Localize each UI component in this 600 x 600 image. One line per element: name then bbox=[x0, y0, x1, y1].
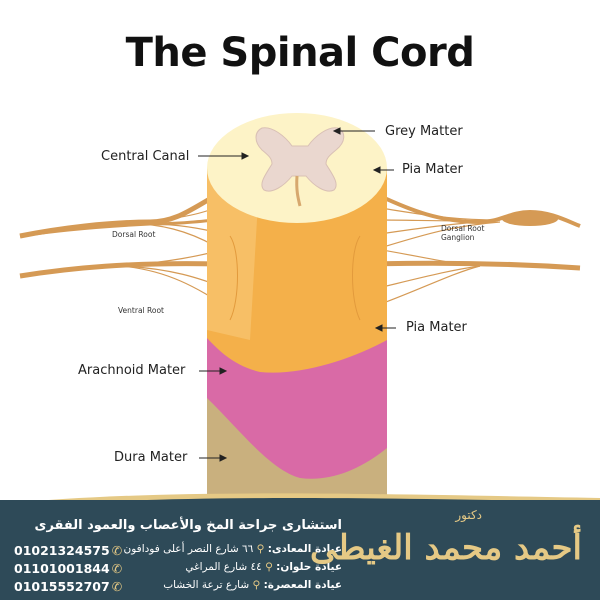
label-arachnoid-mater: Arachnoid Mater bbox=[78, 363, 186, 378]
location-pin-icon: ⚲ bbox=[256, 543, 265, 555]
phone-row-2[interactable]: 01101001844✆ bbox=[14, 561, 122, 576]
clinic-row-1: عيادة المعادى: ⚲ ٦٦ شارع النصر أعلى فودا… bbox=[124, 543, 342, 555]
clinic-row-3: عيادة المعصرة: ⚲ شارع ترعة الخشاب bbox=[163, 579, 342, 591]
label-central-canal: Central Canal bbox=[101, 149, 190, 164]
label-grey-matter: Grey Matter bbox=[385, 124, 463, 139]
label-dorsal-root: Dorsal Root bbox=[112, 230, 156, 239]
clinic-address-3: شارع ترعة الخشاب bbox=[163, 579, 250, 591]
clinic-name-3: عيادة المعصرة: bbox=[263, 579, 342, 591]
phone-icon: ✆ bbox=[111, 561, 123, 576]
ventral-nerve-left bbox=[19, 247, 233, 311]
label-pia-mater-side: Pia Mater bbox=[406, 320, 467, 335]
label-dorsal-root-ganglion: Dorsal Root Ganglion bbox=[441, 224, 484, 242]
grey-matter-shape bbox=[255, 127, 345, 192]
clinic-address-2: ٤٤ شارع المراغي bbox=[185, 561, 262, 573]
footer-banner bbox=[0, 500, 600, 600]
dorsal-nerve-right bbox=[379, 194, 581, 249]
clinic-address-1: ٦٦ شارع النصر أعلى فودافون bbox=[123, 543, 254, 555]
ventral-nerve-right bbox=[369, 247, 581, 309]
phone-number-3[interactable]: 01015552707 bbox=[14, 579, 110, 594]
phone-number-1[interactable]: 01021324575 bbox=[14, 543, 110, 558]
phone-row-1[interactable]: 01021324575✆ bbox=[14, 543, 122, 558]
label-dura-mater: Dura Mater bbox=[114, 450, 188, 465]
phone-icon: ✆ bbox=[111, 579, 123, 594]
location-pin-icon: ⚲ bbox=[265, 561, 273, 573]
clinic-name-2: عيادة حلوان: bbox=[276, 561, 342, 573]
label-ventral-root: Ventral Root bbox=[118, 306, 164, 315]
clinic-name-1: عيادة المعادى: bbox=[267, 543, 342, 555]
phone-icon: ✆ bbox=[111, 543, 123, 558]
diagram-title: The Spinal Cord bbox=[125, 30, 475, 76]
leader-lines bbox=[198, 127, 396, 462]
phone-row-3[interactable]: 01015552707✆ bbox=[14, 579, 122, 594]
label-dorsal-root-ganglion-line2: Ganglion bbox=[441, 233, 475, 242]
clinic-row-2: عيادة حلوان: ⚲ ٤٤ شارع المراغي bbox=[185, 561, 342, 573]
dorsal-nerve-left bbox=[19, 193, 217, 247]
phone-number-2[interactable]: 01101001844 bbox=[14, 561, 110, 576]
label-dorsal-root-ganglion-line1: Dorsal Root bbox=[441, 224, 485, 233]
location-pin-icon: ⚲ bbox=[252, 579, 261, 591]
label-pia-mater-top: Pia Mater bbox=[402, 162, 463, 177]
footer-speciality: استشارى جراحة المخ والأعصاب والعمود الفق… bbox=[34, 518, 342, 533]
doctor-name-logo: أحمد محمد الغيطى bbox=[310, 528, 582, 568]
doctor-title: دكتور bbox=[455, 508, 482, 522]
